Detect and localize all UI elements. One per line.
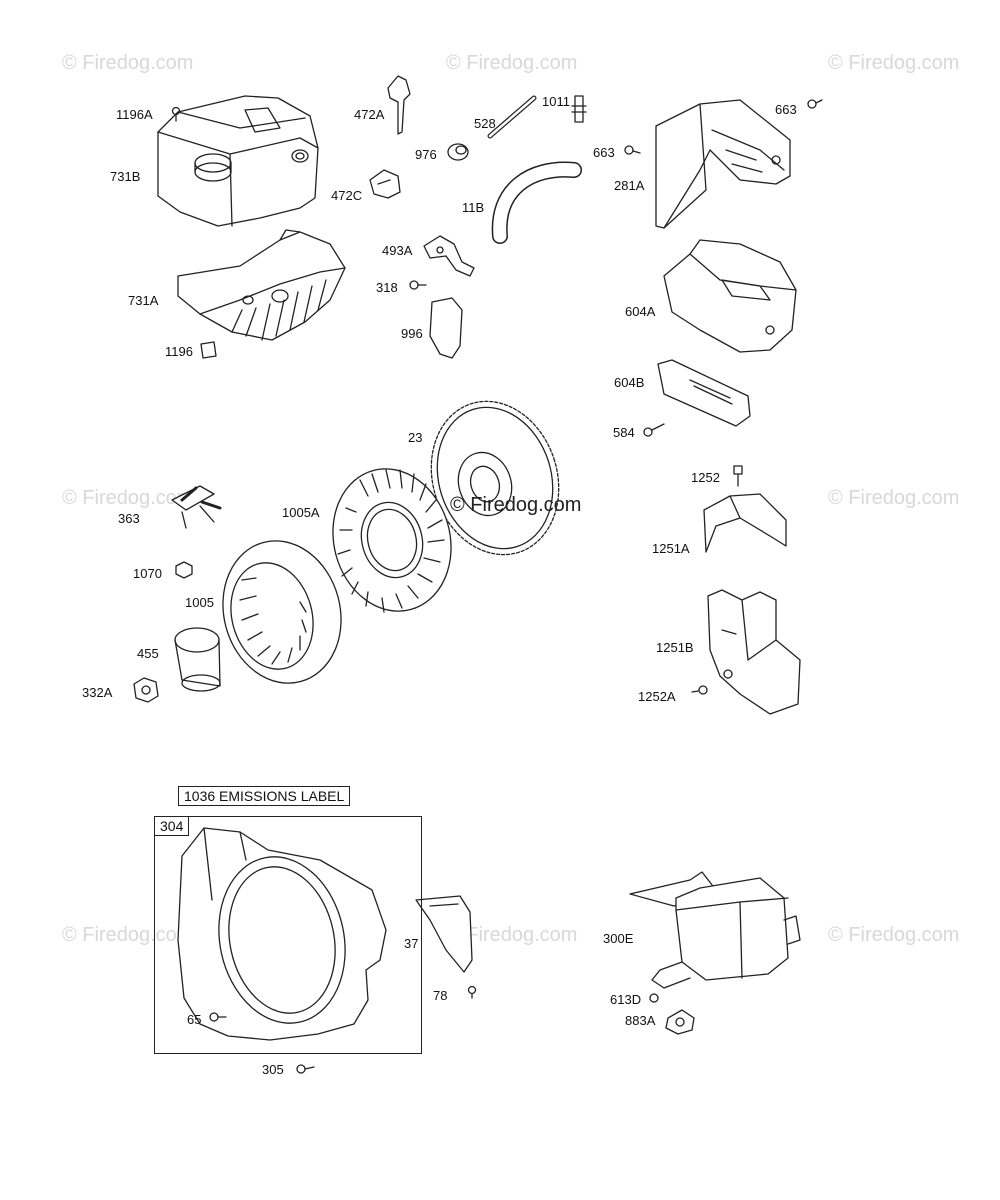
bracket-472C-part: [369, 169, 401, 199]
screw-584-part: [643, 423, 665, 437]
label-604B: 604B: [614, 375, 645, 390]
housing-group-box: [154, 816, 422, 1054]
screw-613D-part: [649, 993, 659, 1003]
label-613D: 613D: [610, 992, 642, 1007]
watermark-center: © Firedog.com: [450, 494, 582, 516]
label-65: 65: [187, 1012, 202, 1027]
valve-1011-part: [571, 95, 587, 123]
shield-281A-part: [655, 99, 791, 229]
label-1196: 1196: [165, 344, 193, 359]
watermark-mid-right: © Firedog.com: [828, 487, 960, 509]
screw-1196A-part: [171, 106, 181, 122]
label-363: 363: [118, 511, 140, 526]
label-1251B: 1251B: [656, 640, 694, 655]
clip-1196-part: [200, 341, 217, 359]
watermark-mid-left: © Firedog.com: [62, 487, 194, 509]
pad-996-part: [429, 297, 463, 359]
flywheel-23-part: [430, 400, 560, 556]
emissions-label-box: 1036 EMISSIONS LABEL: [178, 786, 351, 806]
watermark-top-left: © Firedog.com: [62, 52, 194, 74]
housing-group-label: 304: [154, 816, 190, 836]
watermark-top-center: © Firedog.com: [446, 52, 578, 74]
fuel-tank-part: [157, 95, 319, 227]
label-1005A: 1005A: [282, 505, 320, 520]
hose-11B-part: [491, 161, 582, 244]
label-663-top: 663: [775, 102, 797, 117]
label-1070: 1070: [133, 566, 162, 581]
label-493A: 493A: [382, 243, 413, 258]
watermark-bottom-right: © Firedog.com: [828, 924, 960, 946]
label-1252A: 1252A: [638, 689, 676, 704]
label-472A: 472A: [354, 107, 385, 122]
label-37: 37: [404, 936, 419, 951]
cover-604A-part: [663, 239, 797, 353]
fan-housing-1005-part: [222, 540, 342, 684]
fuel-line-528-part: [487, 95, 537, 139]
label-455: 455: [137, 646, 159, 661]
label-11B: 11B: [462, 200, 485, 215]
label-300E: 300E: [603, 931, 634, 946]
label-1251A: 1251A: [652, 541, 690, 556]
label-305: 305: [262, 1062, 284, 1077]
baffle-37-part: [415, 895, 473, 973]
label-1196A: 1196A: [116, 107, 153, 122]
guard-1251A-part: [703, 493, 787, 553]
screw-1252A-part: [691, 685, 708, 695]
screw-305-part: [296, 1064, 315, 1074]
label-318: 318: [376, 280, 398, 295]
label-472C: 472C: [331, 188, 363, 203]
screw-318-part: [409, 280, 427, 290]
label-332A: 332A: [82, 685, 113, 700]
label-731A: 731A: [128, 293, 159, 308]
screw-1252-part: [733, 465, 743, 487]
label-1005: 1005: [185, 595, 214, 610]
label-1011: 1011: [542, 94, 570, 109]
watermark-top-right: © Firedog.com: [828, 52, 960, 74]
nut-332A-part: [133, 677, 159, 703]
tank-guard-part: [177, 229, 346, 341]
label-663-left: 663: [593, 145, 615, 160]
cup-455-part: [174, 627, 221, 692]
label-883A: 883A: [625, 1013, 656, 1028]
watermark-bottom-center: © Firedog.com: [446, 924, 578, 946]
plate-604B-part: [657, 359, 751, 427]
label-78: 78: [433, 988, 448, 1003]
label-528: 528: [474, 116, 496, 131]
gasket-883A-part: [665, 1009, 695, 1035]
label-604A: 604A: [625, 304, 656, 319]
lever-472A-part: [387, 75, 411, 135]
fan-1005A-part: [332, 468, 452, 613]
screw-663a-part: [807, 99, 823, 109]
cap-976-part: [447, 143, 469, 161]
label-281A: 281A: [614, 178, 645, 193]
muffler-300E-part: [629, 871, 801, 989]
label-1252: 1252: [691, 470, 720, 485]
label-731B: 731B: [110, 169, 141, 184]
label-996: 996: [401, 326, 423, 341]
guard-1251B-part: [707, 589, 801, 715]
nut-1070-part: [175, 561, 193, 579]
label-976: 976: [415, 147, 437, 162]
label-584: 584: [613, 425, 635, 440]
screw-65-part: [209, 1012, 227, 1022]
watermark-bottom-left: © Firedog.com: [62, 924, 194, 946]
screw-78-part: [467, 985, 477, 999]
bracket-493A-part: [423, 235, 475, 277]
screw-663b-part: [624, 145, 641, 155]
label-23: 23: [408, 430, 423, 445]
bracket-363-part: [171, 485, 222, 529]
blower-housing-304-part: [177, 827, 387, 1041]
